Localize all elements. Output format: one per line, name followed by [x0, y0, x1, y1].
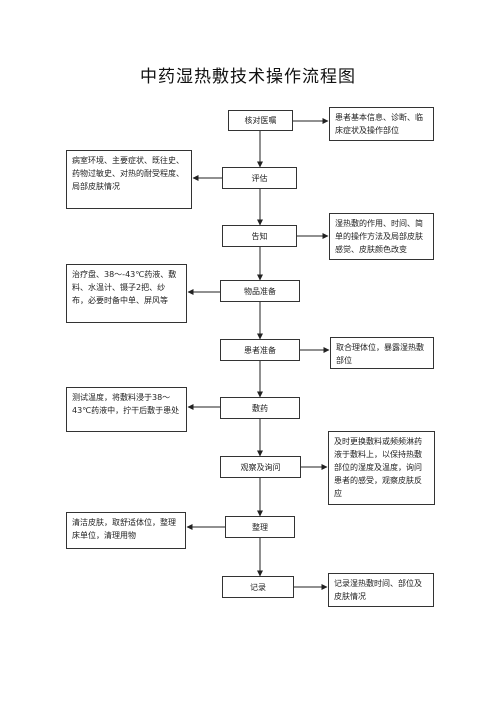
step-observe-inquire: 观察及询问: [220, 456, 301, 478]
step-inform: 告知: [222, 225, 297, 247]
note-tidy: 清洁皮肤，取舒适体位，整理床单位，清理用物: [66, 512, 186, 549]
note-assess: 病室环境、主要症状、既往史、药物过敏史、对热的耐受程度、局部皮肤情况: [66, 150, 192, 209]
note-record: 记录湿热敷时间、部位及皮肤情况: [328, 573, 434, 607]
note-inform: 湿热敷的作用、时间、简单的操作方法及局部皮肤感觉、皮肤颜色改变: [329, 213, 434, 260]
step-apply-compress: 敷药: [220, 397, 300, 419]
step-prepare-patient: 患者准备: [220, 339, 300, 361]
step-verify-order: 核对医嘱: [228, 110, 293, 131]
page-title: 中药湿热敷技术操作流程图: [140, 67, 356, 87]
note-patient: 取合理体位，暴露湿热敷部位: [330, 337, 434, 369]
note-verify-order: 患者基本信息、诊断、临床症状及操作部位: [329, 107, 434, 141]
note-observe: 及时更换敷料或频频淋药液于敷料上，以保持热敷部位的湿度及温度，询问患者的感受，观…: [328, 431, 435, 505]
step-prepare-items: 物品准备: [220, 280, 300, 302]
step-record: 记录: [222, 576, 294, 598]
note-items: 治疗盘、38～-43℃药液、敷料、水温计、镊子2把、纱布，必要时备中单、屏风等: [66, 264, 187, 323]
note-apply: 测试温度，将敷料浸于38～43℃药液中，拧干后敷于患处: [66, 387, 187, 432]
step-assess: 评估: [222, 167, 297, 189]
step-tidy: 整理: [225, 516, 295, 538]
